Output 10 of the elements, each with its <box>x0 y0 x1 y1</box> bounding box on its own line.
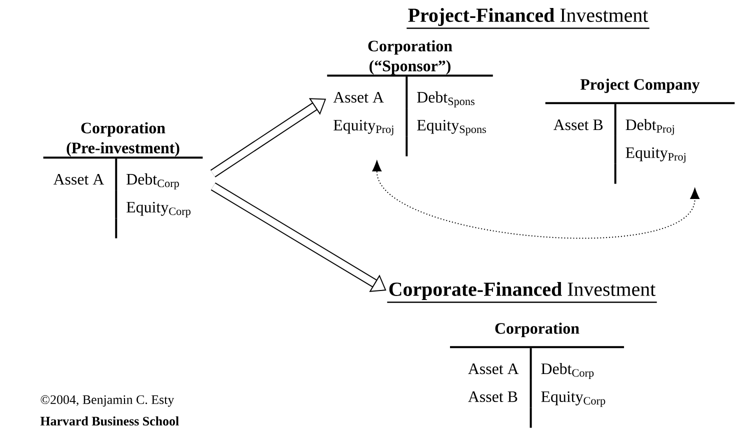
section-heading: Project-Financed Investment <box>406 8 650 29</box>
note-text: Harvard Business School <box>40 416 179 426</box>
t-account: Corporation (“Sponsor”) Asset A Debt$_{Spons}$ Equity$_{Proj}$ Equity$_{Spons}$ <box>327 40 493 156</box>
note-text: ©2004, Benjamin C. Esty <box>40 395 174 407</box>
dotted-arrow <box>372 159 700 239</box>
block-arrow <box>210 182 386 292</box>
t-account: Corporation Asset A Debt$_{Corp}$ Asset B Equity$_{Corp}$ <box>450 322 624 428</box>
section-heading: Corporate-Financed Investment <box>387 282 657 303</box>
t-account: Corporation (Pre-investment) Asset A Debt$_{Corp}$ Equity$_{Corp}$ <box>43 122 203 238</box>
t-account: Project Company Asset B Debt$_{Proj}$ Equity$_{Proj}$ <box>545 78 735 184</box>
